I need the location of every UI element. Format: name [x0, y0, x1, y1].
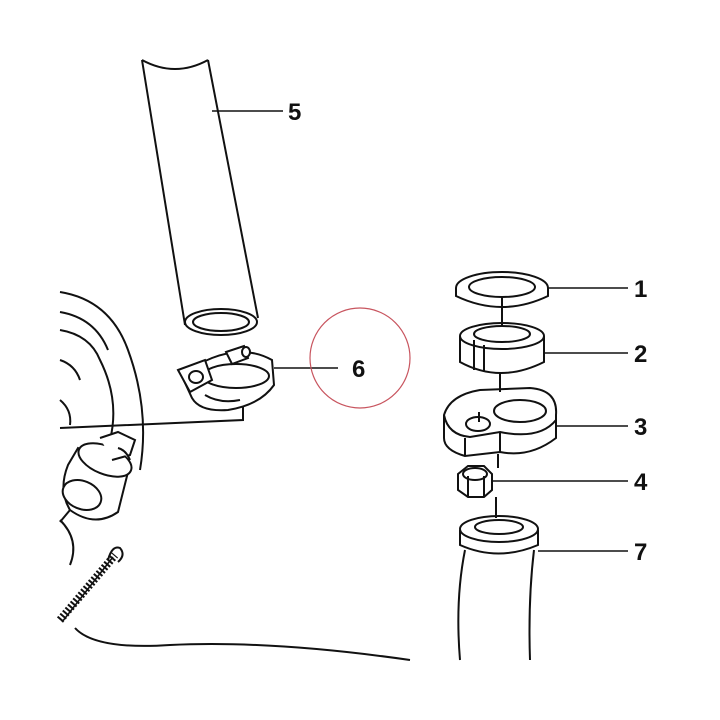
assembly-axis [478, 296, 503, 518]
callout-3[interactable]: 3 [634, 414, 647, 441]
part-4-nut [457, 465, 493, 498]
spring [56, 546, 124, 623]
part-2-bushing [459, 322, 545, 374]
callout-4[interactable]: 4 [634, 469, 648, 496]
left-hose-connector [59, 430, 137, 523]
callout-6[interactable]: 6 [352, 356, 365, 383]
part-5-tube [141, 59, 259, 336]
highlight-circle [309, 307, 411, 409]
background-assembly [59, 291, 411, 661]
leader-lines [212, 110, 628, 552]
part-7-hose-cap [457, 515, 539, 661]
part-3-mounting-plate [443, 386, 558, 458]
part-6-clamp [176, 344, 276, 412]
callout-2[interactable]: 2 [634, 341, 647, 368]
callout-1[interactable]: 1 [634, 276, 647, 303]
callout-7[interactable]: 7 [634, 539, 647, 566]
callout-5[interactable]: 5 [288, 99, 301, 126]
